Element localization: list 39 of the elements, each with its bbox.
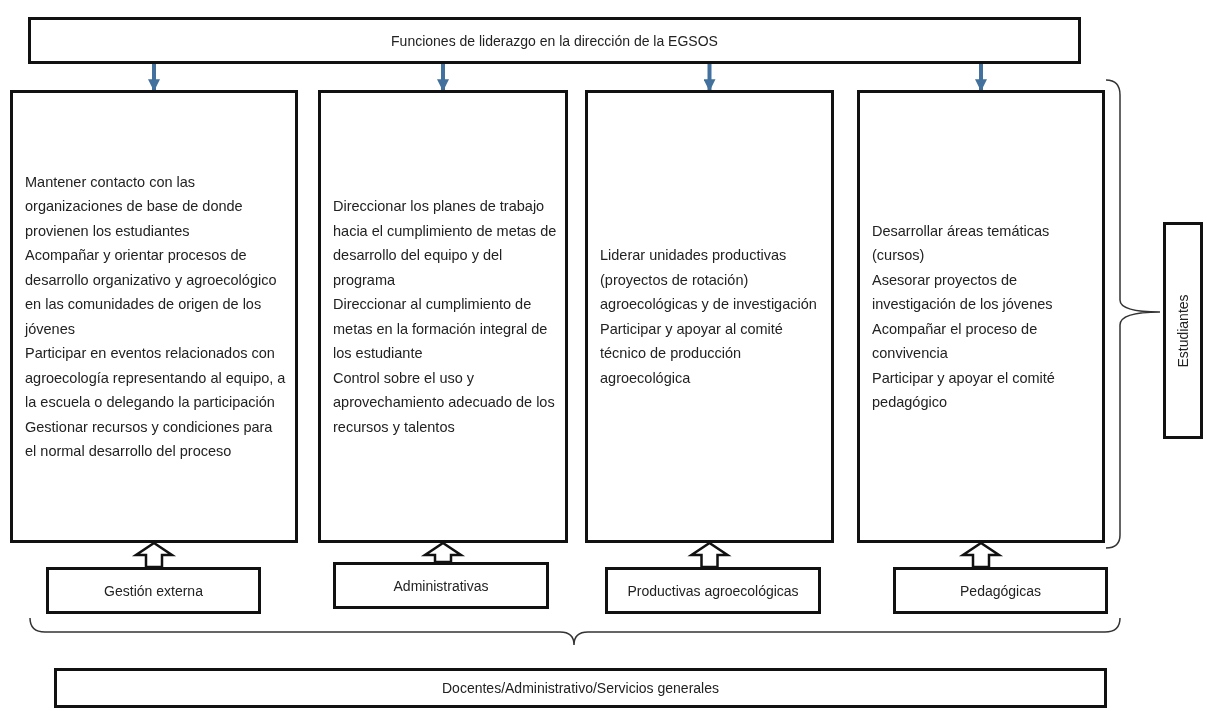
footer-box [54,668,1107,708]
node-text: Control sobre el uso y aprovechamiento adecuado de los recursos y talentos [333,368,556,437]
content-box [10,90,298,543]
arrow [437,64,449,92]
node-text: Asesorar proyectos de investigación de los jóvenes [872,270,1054,314]
node-text: Participar y apoyar al comité técnico de producción agroecológica [600,319,784,388]
content-box [857,90,1105,543]
node-text: Funciones de liderazgo en la dirección de la EGSOS [391,32,718,49]
node-text: Docentes/Administrativo/Servicios generales [442,680,719,696]
category-box [333,562,549,609]
block-arrow [958,541,1004,569]
arrow [975,64,987,92]
node-text: Estudiantes [1175,293,1191,368]
node-text: Desarrollar áreas temáticas (cursos) [872,221,1051,265]
node-text: Administrativas [393,577,489,594]
node-text: Direccionar los planes de trabajo hacia el cumplimiento de metas de desarrollo del equipo y del programa [333,197,557,290]
node-text: Participar y apoyar el comité pedagógico [872,368,1056,412]
node-text: Gestión externa [104,582,203,599]
category-box [46,567,261,614]
node-text: Productivas agroecológicas [627,582,799,599]
node-text: Liderar unidades productivas (proyectos de rotación) agroecológicas y de investigación [600,246,818,314]
content-box [585,90,834,543]
block-arrow [420,541,466,564]
block-arrow [687,541,732,569]
category-box [605,567,821,614]
node-text: Pedagógicas [960,582,1041,599]
side-box [1163,222,1203,439]
node-text: Mantener contacto con las organizaciones de base de donde provienen los estudiantes [25,172,244,241]
node-text: Gestionar recursos y condiciones para el normal desarrollo del proceso [25,417,274,461]
arrow [703,64,716,92]
content-box [318,90,568,543]
node-text: Acompañar y orientar procesos de desarrollo organizativo y agroecológico en las comunidades de origen de los jóvenes [25,246,278,339]
arrow [148,64,160,92]
node-text: Direccionar al cumplimiento de metas en la formación integral de los estudiante [333,295,549,363]
category-box [893,567,1108,614]
title-box [28,17,1081,64]
node-text: Acompañar el proceso de convivencia [872,319,1039,363]
node-text: Participar en eventos relacionados con agroecología representando al equipo, a la escuela o delegando la participación [25,344,287,412]
block-arrow [131,541,177,569]
